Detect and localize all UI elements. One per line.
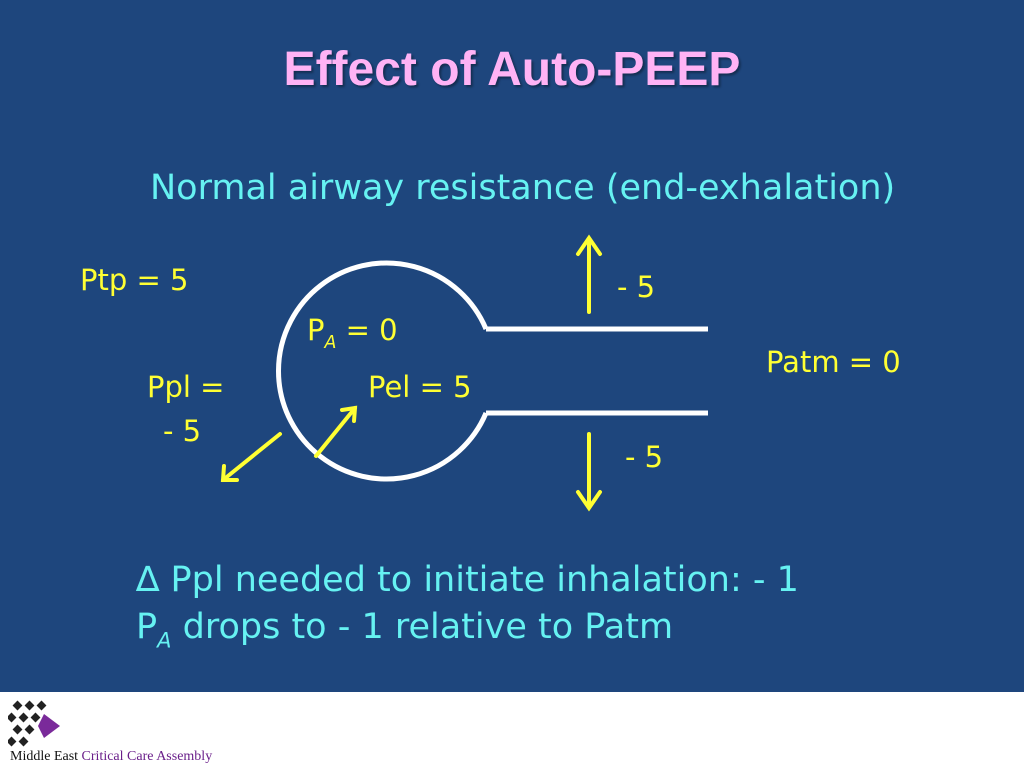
pa-label: PA = 0 — [307, 313, 398, 353]
footer-bar: Middle East Critical Care Assembly — [0, 690, 1024, 768]
diagram-subtitle: Normal airway resistance (end-exhalation… — [150, 168, 896, 208]
down-arrow-icon — [576, 432, 602, 512]
slide-title: Effect of Auto-PEEP — [283, 43, 741, 96]
organization-name: Middle East Critical Care Assembly — [10, 749, 212, 765]
ppl-arrow-icon — [220, 432, 282, 482]
pa-label-p: P — [307, 313, 325, 347]
organization-name-part1: Middle East — [10, 749, 79, 764]
organization-name-part2: Critical Care Assembly — [78, 749, 213, 764]
up-value-label: - 5 — [617, 270, 656, 304]
pa-label-value: = 0 — [336, 313, 398, 347]
ptp-label: Ptp = 5 — [80, 263, 189, 297]
ppl-label-line1: Ppl = — [147, 370, 225, 404]
pel-label: Pel = 5 — [368, 370, 472, 404]
down-value-label: - 5 — [625, 440, 664, 474]
bottom-line-2-sub: A — [157, 628, 172, 653]
patm-label: Patm = 0 — [766, 345, 901, 379]
ppl-label-line2: - 5 — [163, 414, 202, 448]
pel-arrow-icon — [314, 405, 358, 458]
bottom-line-2-p: P — [136, 607, 158, 647]
up-arrow-icon — [576, 234, 602, 314]
bottom-line-2-rest: drops to - 1 relative to Patm — [171, 607, 674, 647]
alveolus-outline — [276, 260, 489, 482]
alveolus-diagram — [220, 234, 708, 512]
slide-background: Effect of Auto-PEEP Normal airway resist… — [0, 0, 1024, 690]
pa-label-sub: A — [324, 332, 337, 353]
diamond-cluster-logo-icon — [8, 700, 60, 747]
bottom-line-1: ∆ Ppl needed to initiate inhalation: - 1 — [136, 560, 799, 600]
bottom-line-2: PA drops to - 1 relative to Patm — [136, 607, 673, 652]
footer-divider — [0, 690, 1024, 692]
